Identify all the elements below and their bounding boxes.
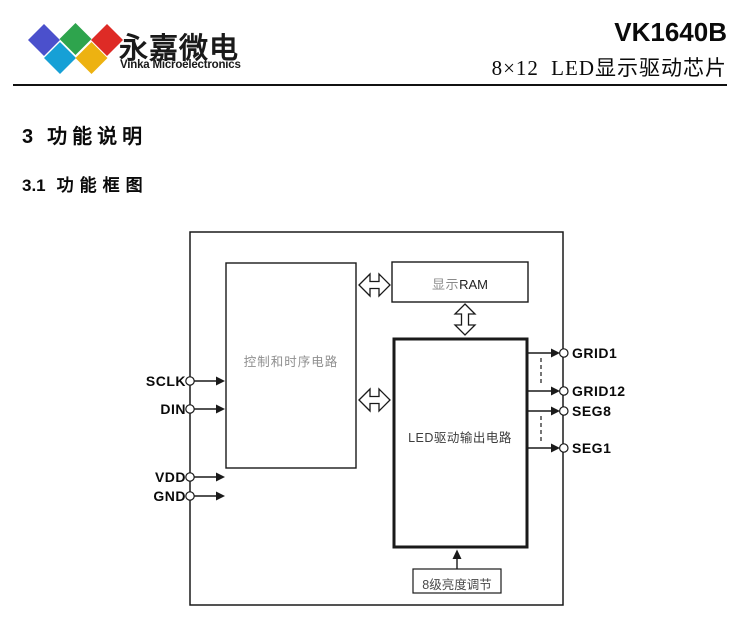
ram-label-en: RAM bbox=[459, 277, 488, 292]
section-title: 功能说明 bbox=[47, 126, 148, 148]
section-number: 3 bbox=[22, 126, 34, 148]
part-number: VK1640B bbox=[614, 17, 727, 47]
pin-label-grid12: GRID12 bbox=[572, 383, 626, 399]
bidirectional-arrow-control-ram-icon bbox=[358, 272, 391, 298]
company-logo-icon bbox=[28, 23, 123, 74]
led-driver-block-rect bbox=[392, 337, 529, 549]
company-name-en: Vinka Microelectronics bbox=[120, 59, 241, 71]
pin-label-vdd: VDD bbox=[154, 469, 186, 485]
pin-label-seg8: SEG8 bbox=[572, 403, 612, 419]
document-subtitle: 8×12 LED显示驱动芯片 bbox=[491, 56, 727, 80]
pin-label-sclk: SCLK bbox=[145, 373, 186, 389]
control-block-label: 控制和时序电路 bbox=[243, 355, 339, 369]
chip-boundary-rect bbox=[189, 231, 564, 606]
pin-label-din: DIN bbox=[160, 401, 186, 417]
control-block-rect bbox=[225, 262, 357, 469]
subsection-title: 功能框图 bbox=[56, 176, 149, 195]
logo-diamond-yellow bbox=[75, 42, 108, 74]
ram-label-cn: 显示 bbox=[432, 277, 460, 292]
pin-label-grid1: GRID1 bbox=[572, 345, 618, 361]
right-pin-terminals bbox=[558, 348, 569, 453]
right-pin-arrowheads bbox=[551, 348, 560, 453]
bidirectional-arrow-ram-led-icon bbox=[453, 303, 477, 336]
ram-block-rect bbox=[391, 261, 529, 303]
logo-diamond-blue bbox=[28, 24, 60, 56]
header-divider bbox=[13, 84, 727, 86]
subsection-number: 3.1 bbox=[22, 176, 46, 195]
left-pin-lines bbox=[194, 380, 217, 497]
logo-diamond-green bbox=[59, 23, 92, 55]
pin-label-seg1: SEG1 bbox=[572, 440, 612, 456]
logo-diamond-red bbox=[91, 24, 123, 56]
brightness-arrowhead-icon bbox=[452, 549, 462, 559]
subsection-heading: 3.1 功能框图 bbox=[22, 171, 149, 196]
bidirectional-arrow-control-led-icon bbox=[358, 387, 391, 413]
left-pin-arrowheads bbox=[216, 376, 225, 501]
led-driver-block-label: LED驱动输出电路 bbox=[408, 431, 512, 445]
right-pin-lines bbox=[528, 352, 552, 449]
left-pin-terminals bbox=[185, 376, 195, 501]
section-heading: 3 功能说明 bbox=[22, 120, 147, 149]
brightness-block-label: 8级亮度调节 bbox=[422, 578, 492, 592]
ram-block-label: 显示RAM bbox=[392, 274, 528, 293]
company-name-cn: 永嘉微电 bbox=[119, 33, 240, 65]
pin-label-gnd: GND bbox=[153, 488, 186, 504]
brightness-block-rect bbox=[412, 568, 502, 594]
logo-diamond-cyan bbox=[44, 42, 76, 74]
